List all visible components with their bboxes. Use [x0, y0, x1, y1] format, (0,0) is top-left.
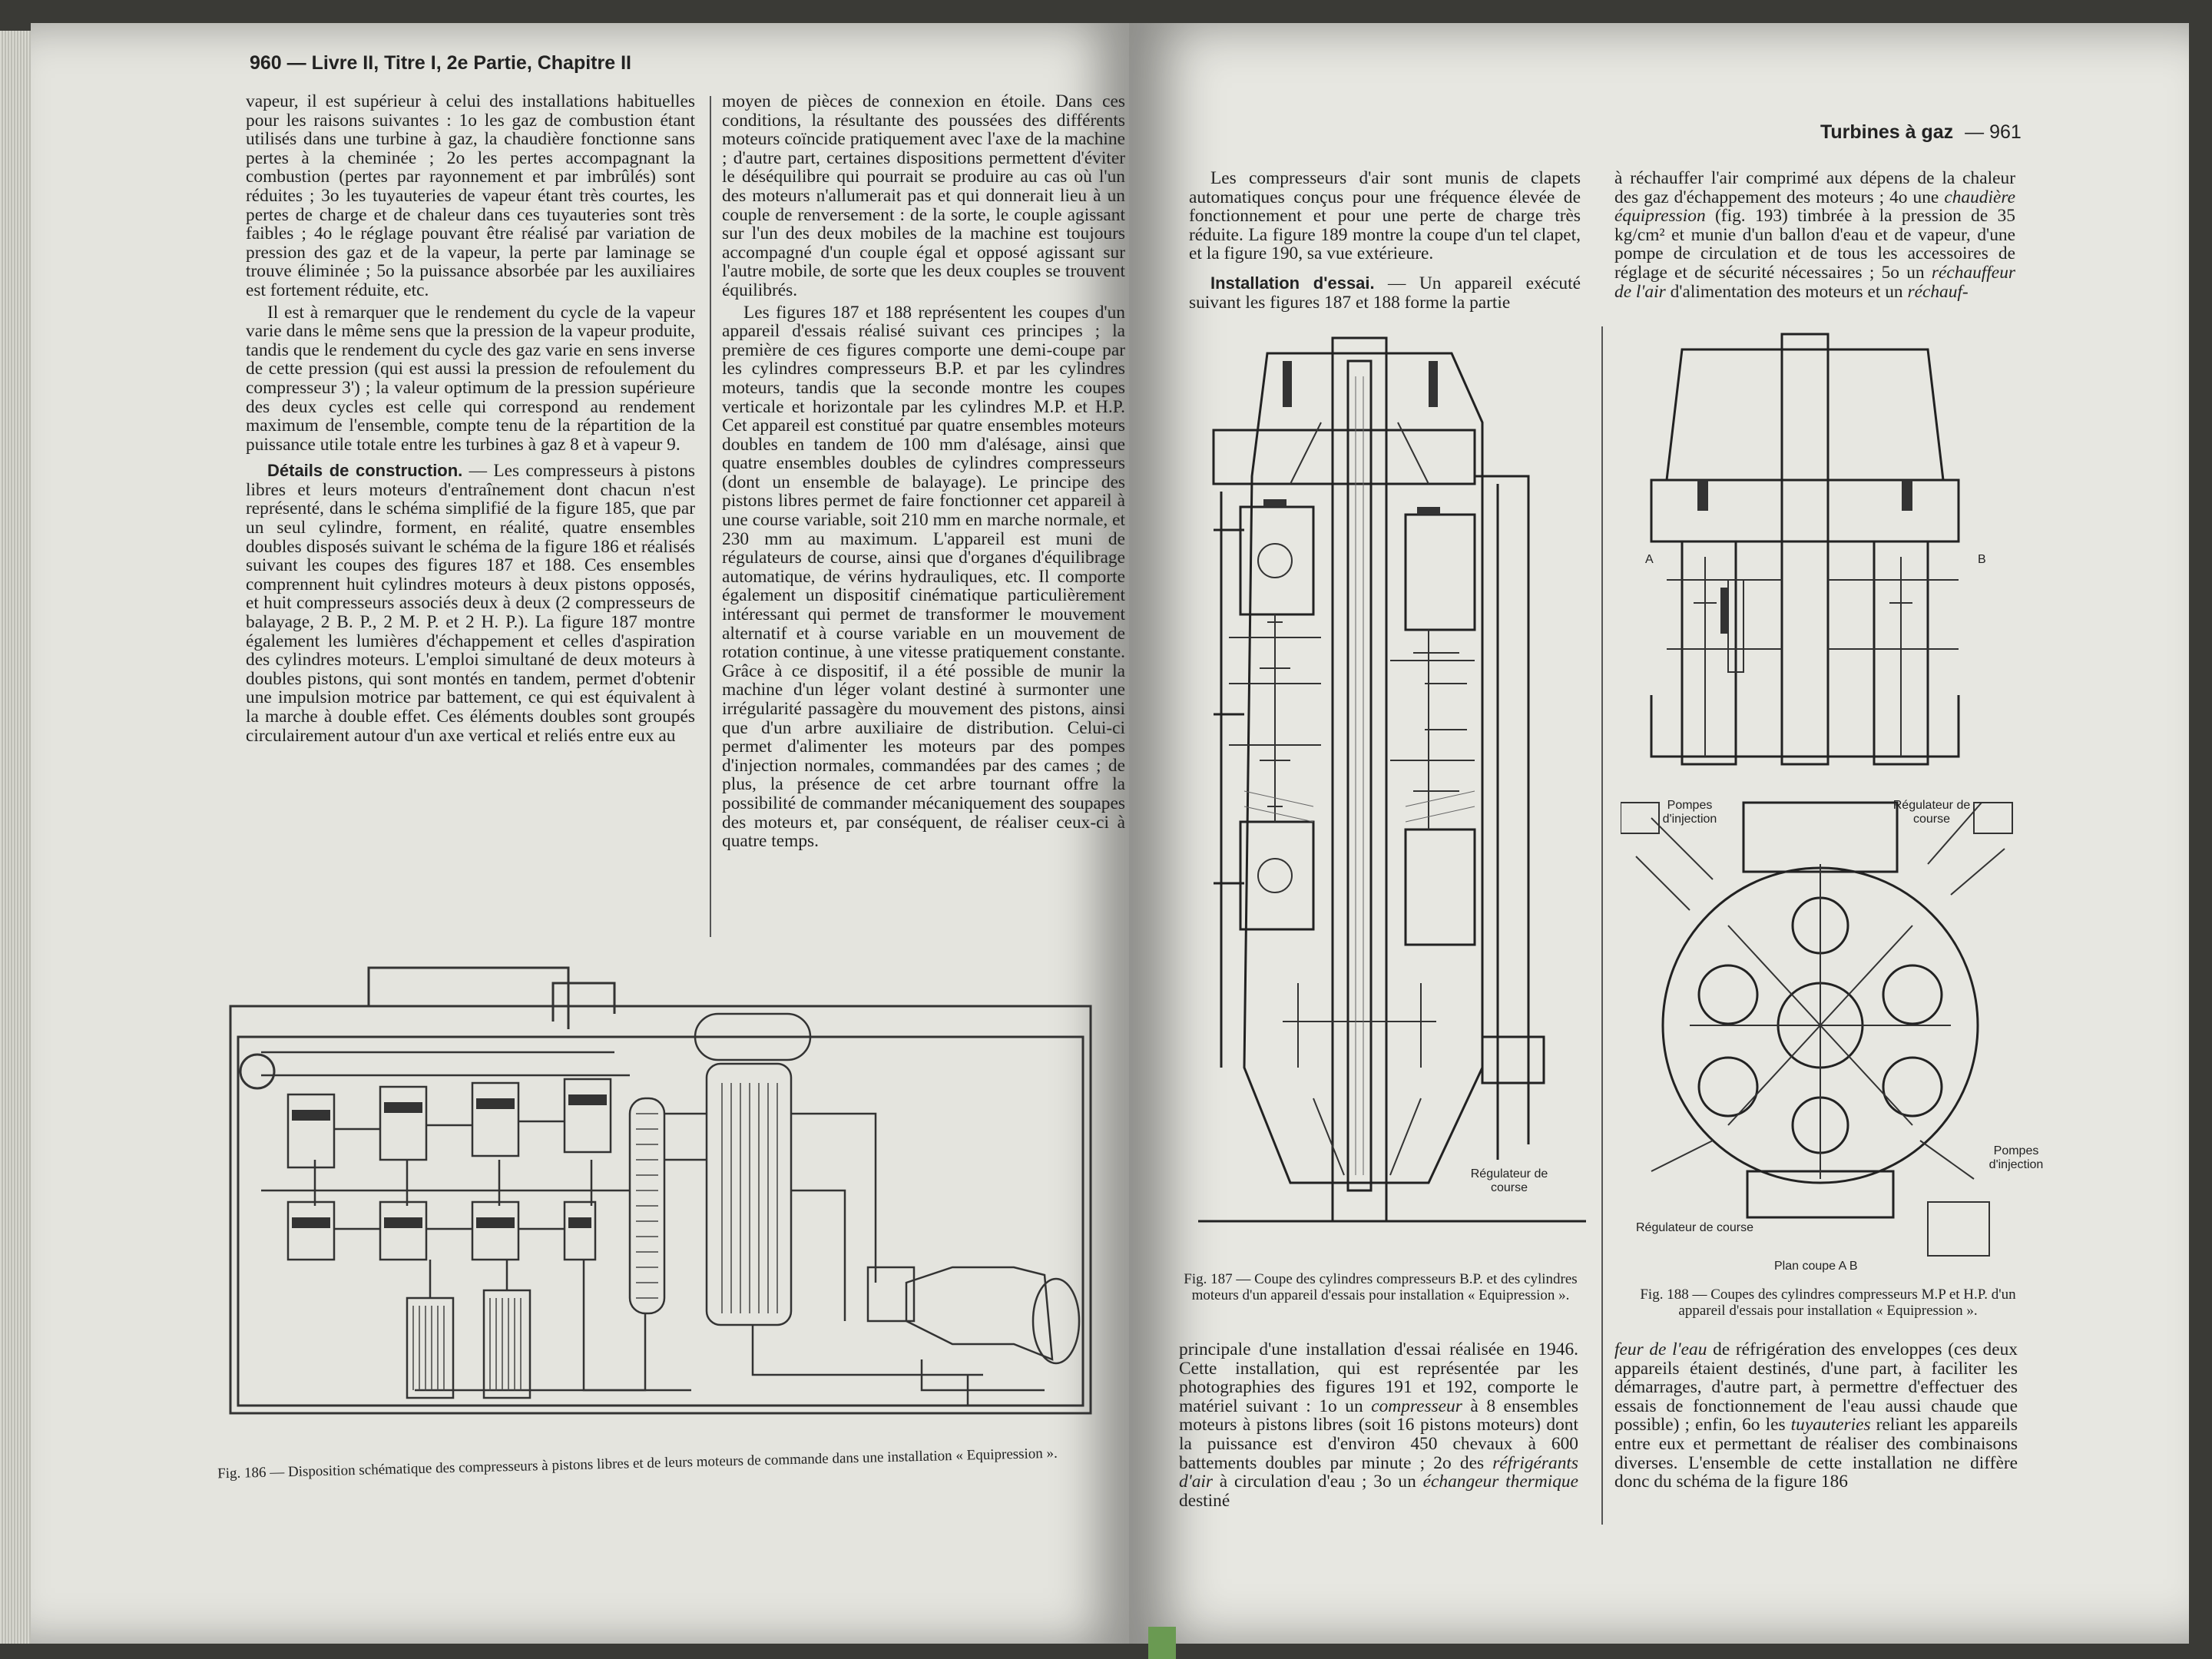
section-title: Installation d'essai.	[1210, 273, 1375, 293]
text-run: échangeur thermique	[1422, 1472, 1578, 1492]
text-run: réfrigérants d'air	[1179, 1452, 1578, 1492]
text-run: chaudière équipression	[1614, 187, 2015, 227]
fig188-label-regulateur-top: Régulateur de course	[1892, 799, 1971, 826]
fig188-caption: Fig. 188 — Coupes des cylindres compress…	[1640, 1286, 2016, 1319]
fig188-label-b: B	[1978, 553, 1986, 566]
text-run: d'alimentation des moteurs et un	[1665, 281, 1908, 302]
fig188-label-regulateur-bottom: Régulateur de course	[1636, 1221, 1753, 1234]
text-run: (fig. 193) timbrée à la pression de 35 k…	[1614, 206, 2015, 283]
section-text: — Un appareil exécuté suivant les figure…	[1189, 273, 1581, 313]
text-run: réchauffeur de l'air	[1614, 262, 2015, 302]
text-run: tuyauteries	[1790, 1415, 1871, 1435]
fig188-label-a: A	[1645, 553, 1654, 566]
fig188-drawing	[1621, 333, 2013, 1257]
fig187-label-regulateur: Régulateur de course	[1470, 1167, 1548, 1194]
text-run: reliant les appareils entre eux et perme…	[1614, 1415, 2018, 1492]
paragraph: Il est à remarquer que le rendement du c…	[246, 302, 695, 455]
right-column-1-top: Les compresseurs d'air sont munis de cla…	[1189, 169, 1581, 315]
fig188-section-drawing	[1621, 326, 2020, 1286]
left-column-2: moyen de pièces de connexion en étoile. …	[722, 92, 1125, 854]
fig186-schematic	[215, 960, 1114, 1452]
text-run: de réfrigération des enveloppes (ces deu…	[1614, 1339, 2018, 1435]
paragraph: vapeur, il est supérieur à celui des ins…	[246, 91, 695, 300]
text-run: réchauf-	[1907, 281, 1969, 302]
text-run: feur de l'eau	[1614, 1339, 1707, 1359]
right-column-2-bottom: feur de l'eau de réfrigération des envel…	[1614, 1340, 2018, 1495]
text-run: à réchauffer l'air comprimé aux dépens d…	[1614, 168, 2015, 207]
fig188-label-pompes-bottom: Pompes d'injection	[1988, 1144, 2044, 1171]
right-column-1-bottom: principale d'une installation d'essai ré…	[1179, 1340, 1578, 1513]
right-page-header: Turbines à gaz — 961	[1820, 121, 2022, 144]
paragraph: Installation d'essai. — Un appareil exéc…	[1189, 273, 1581, 313]
text-run: à circulation d'eau ; 3o un	[1213, 1472, 1423, 1492]
paragraph: feur de l'eau de réfrigération des envel…	[1614, 1340, 2018, 1492]
right-page: Turbines à gaz — 961 Les compresseurs d'…	[1129, 23, 2189, 1644]
fig187-caption: Fig. 187 — Coupe des cylindres compresse…	[1184, 1271, 1578, 1303]
text-run: principale d'une installation d'essai ré…	[1179, 1339, 1578, 1416]
paragraph: à réchauffer l'air comprimé aux dépens d…	[1614, 169, 2015, 301]
page-edges	[0, 31, 31, 1644]
right-column-2-top: à réchauffer l'air comprimé aux dépens d…	[1614, 169, 2015, 304]
left-page-header: 960 — Livre II, Titre I, 2e Partie, Chap…	[250, 52, 631, 74]
fig188-label-pompes-top: Pompes d'injection	[1662, 799, 1717, 826]
paragraph: Détails de construction. — Les compresse…	[246, 461, 695, 746]
text-run: à 8 ensembles moteurs à pistons libres (…	[1179, 1396, 1578, 1473]
left-page: 960 — Livre II, Titre I, 2e Partie, Chap…	[31, 23, 1129, 1644]
text-run: compresseur	[1371, 1396, 1462, 1416]
column-rule	[1601, 326, 1603, 1525]
fig187-section-drawing	[1198, 330, 1586, 1237]
column-rule	[710, 96, 711, 937]
left-column-1: vapeur, il est supérieur à celui des ins…	[246, 92, 695, 748]
right-header-title: Turbines à gaz	[1820, 121, 1954, 143]
fig186-drawing	[229, 966, 1092, 1415]
bookmark-ribbon	[1148, 1627, 1176, 1659]
fig187-drawing	[1198, 336, 1586, 1223]
text-run: destiné	[1179, 1490, 1230, 1511]
fig188-label-plan: Plan coupe A B	[1774, 1260, 1858, 1273]
section-title: Détails de construction.	[267, 461, 463, 481]
section-text: — Les compresseurs à pistons libres et l…	[246, 461, 695, 746]
right-header-page: — 961	[1965, 121, 2022, 143]
paragraph: Les compresseurs d'air sont munis de cla…	[1189, 168, 1581, 264]
paragraph: moyen de pièces de connexion en étoile. …	[722, 91, 1125, 300]
paragraph: Les figures 187 et 188 représentent les …	[722, 302, 1125, 852]
paragraph: principale d'une installation d'essai ré…	[1179, 1340, 1578, 1510]
